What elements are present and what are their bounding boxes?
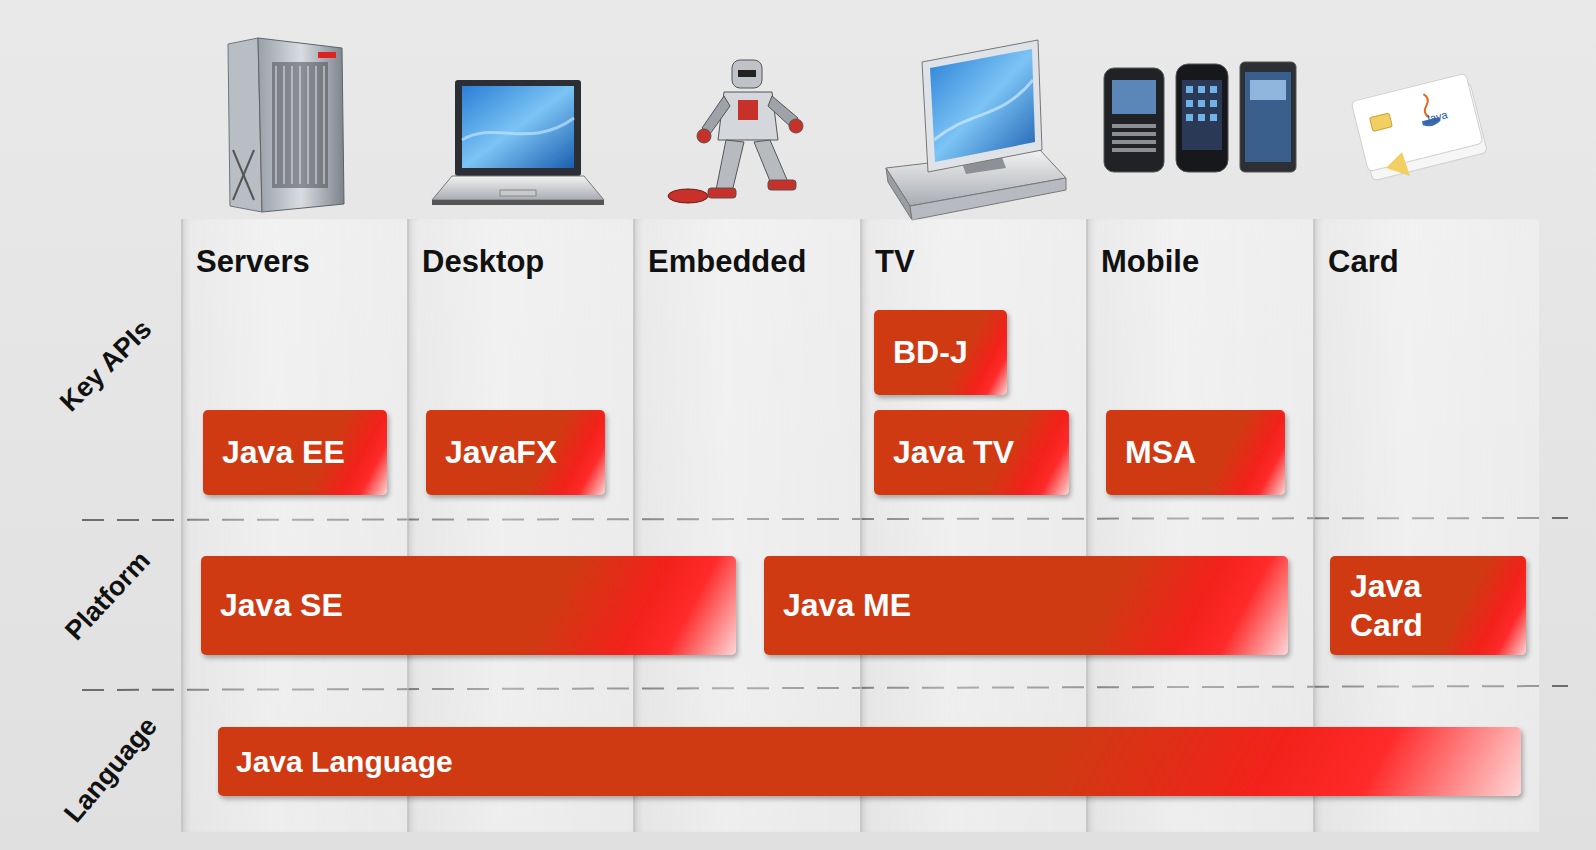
api-name: JavaFX: [445, 433, 557, 471]
phone-icon: [1186, 100, 1193, 107]
column-heading: Desktop: [422, 244, 544, 280]
robot-icon: [789, 119, 803, 133]
robot-icon: [716, 140, 744, 192]
phone-icon: [1112, 124, 1156, 128]
api-box: Java Language: [218, 727, 1521, 796]
robot-icon: [718, 92, 778, 140]
robot-icon: [738, 100, 758, 120]
api-box: Java SE: [201, 556, 736, 655]
api-box: MSA: [1106, 410, 1285, 495]
laptop-icon: [462, 86, 574, 168]
server-icon: [318, 52, 336, 58]
api-name: Java EE: [222, 433, 345, 471]
phone-icon: [1112, 80, 1156, 114]
column-heading: Embedded: [648, 244, 806, 280]
tv-icon: [922, 40, 1042, 172]
phone-icon: [1198, 100, 1205, 107]
column-heading: TV: [875, 244, 915, 280]
api-box: Java TV: [874, 410, 1069, 495]
phone-icon: [1186, 86, 1193, 93]
phone-icon: [1186, 114, 1193, 121]
robot-icon: [768, 180, 796, 190]
api-name: Java SE: [220, 586, 343, 624]
logo-text: Java: [1423, 108, 1448, 125]
phone-icon: [1210, 86, 1217, 93]
phone-icon: [1240, 62, 1296, 172]
phone-icon: [1210, 100, 1217, 107]
card-icon: [1351, 73, 1483, 171]
server-icon: [228, 38, 262, 212]
server-icon: [228, 38, 344, 212]
server-icon: [258, 38, 344, 212]
api-box: Java ME: [764, 556, 1288, 655]
server-icon: [276, 66, 324, 184]
phone-icon: [1250, 80, 1286, 100]
robot-icon: [732, 60, 762, 88]
server-icon: [272, 62, 328, 188]
api-box: Java EE: [203, 410, 387, 495]
phone-icon: [1112, 124, 1156, 152]
api-box: BD-J: [874, 310, 1007, 395]
api-name: Java ME: [783, 586, 911, 624]
laptop-icon: [432, 80, 604, 205]
api-name: Java TV: [893, 433, 1014, 471]
robot-icon: [668, 189, 708, 203]
column-heading: Card: [1328, 244, 1399, 280]
api-name: Java Card: [1350, 567, 1460, 644]
robot-icon: [702, 96, 730, 134]
laptop-icon: [500, 190, 536, 196]
column-heading: Mobile: [1101, 244, 1199, 280]
card-icon: [1351, 73, 1487, 182]
robot-icon: [668, 60, 803, 203]
phone-icon: [1176, 64, 1228, 172]
api-name: MSA: [1125, 433, 1196, 471]
server-icon: [233, 150, 254, 200]
tv-icon: [934, 80, 1033, 140]
laptop-icon: [432, 200, 604, 205]
server-icon: [276, 66, 277, 184]
column-heading: Servers: [196, 244, 310, 280]
api-name: BD-J: [893, 333, 968, 371]
card-icon: [1351, 73, 1487, 182]
robot-icon: [754, 140, 788, 186]
robot-icon: [697, 129, 711, 143]
phone-icon: [1186, 86, 1217, 121]
tv-icon: [886, 168, 912, 220]
server-icon: [300, 66, 301, 184]
phone-icon: [1104, 62, 1296, 172]
api-box: Java Card: [1330, 556, 1526, 655]
server-icon: [292, 66, 293, 184]
laptop-icon: [462, 118, 574, 140]
robot-icon: [708, 188, 736, 198]
laptop-icon: [455, 80, 581, 176]
server-icon: [324, 66, 325, 184]
server-icon: [308, 66, 309, 184]
tv-icon: [886, 40, 1066, 220]
card-icon: [1386, 152, 1410, 176]
row-label: Language: [58, 711, 164, 829]
laptop-icon: [432, 176, 604, 200]
server-icon: [284, 66, 285, 184]
robot-icon: [738, 70, 756, 77]
tv-icon: [930, 49, 1035, 162]
phone-icon: [1112, 148, 1156, 152]
phone-icon: [1198, 114, 1205, 121]
server-icon: [233, 150, 254, 200]
phone-icon: [1198, 86, 1205, 93]
api-box: JavaFX: [426, 410, 605, 495]
tv-icon: [910, 178, 1066, 220]
phone-icon: [1245, 72, 1291, 162]
row-label: Key APIs: [54, 314, 158, 418]
phone-icon: [1210, 114, 1217, 121]
phone-icon: [1104, 68, 1164, 172]
server-icon: [316, 66, 317, 184]
phone-icon: [1182, 80, 1222, 150]
row-label: Platform: [59, 545, 156, 646]
phone-icon: [1112, 140, 1156, 144]
api-name: Java Language: [236, 744, 453, 780]
card-icon: [1370, 113, 1393, 131]
phone-icon: [1112, 132, 1156, 136]
